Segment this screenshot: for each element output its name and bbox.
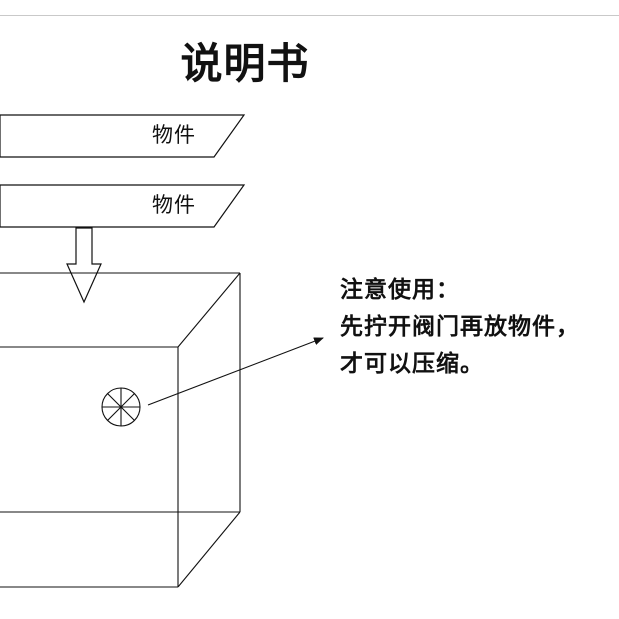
- item-strip-top: [0, 114, 246, 158]
- usage-note: 注意使用： 先拧开阀门再放物件， 才可以压缩。: [340, 272, 580, 383]
- top-divider: [0, 15, 619, 16]
- item-strip-top-label: 物件: [152, 123, 196, 147]
- down-arrow-icon: [66, 227, 102, 304]
- box-outline: [0, 272, 241, 588]
- valve-icon: [101, 387, 141, 427]
- pointer-arrow-icon: [147, 337, 324, 406]
- usage-note-heading: 注意使用：: [340, 277, 460, 303]
- item-strip-bottom-label: 物件: [152, 193, 196, 217]
- page-title: 说明书: [180, 39, 310, 88]
- usage-note-line-2: 才可以压缩。: [340, 351, 484, 377]
- usage-note-line-1: 先拧开阀门再放物件，: [340, 314, 580, 340]
- item-strip-bottom: [0, 184, 246, 228]
